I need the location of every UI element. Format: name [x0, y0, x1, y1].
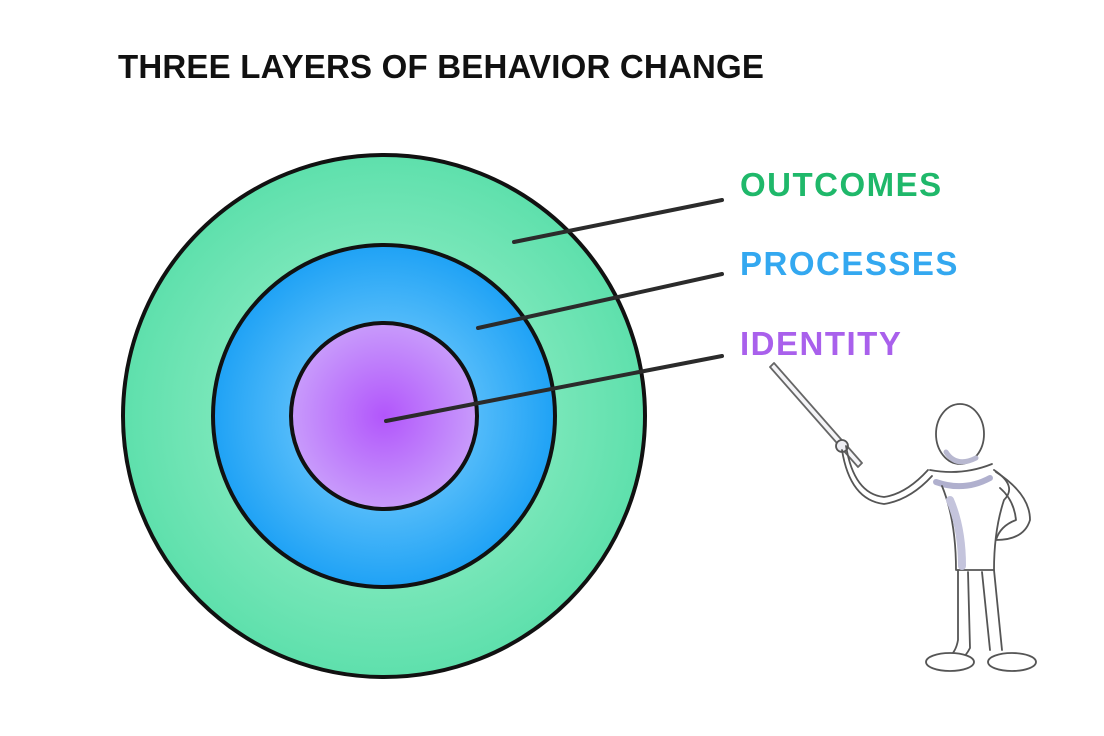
- label-identity: IDENTITY: [740, 325, 903, 362]
- label-outcomes: OUTCOMES: [740, 166, 943, 203]
- outcomes-leader-line: [512, 198, 724, 244]
- figure-left-foot: [925, 652, 975, 672]
- identity-circle: [289, 321, 479, 511]
- figure-torso: [941, 469, 1011, 571]
- label-processes: PROCESSES: [740, 245, 959, 282]
- diagram-title: THREE LAYERS OF BEHAVIOR CHANGE: [118, 48, 765, 85]
- figure-right-leg: [981, 571, 991, 651]
- figure-left-leg: [947, 569, 959, 659]
- figure-head: [935, 403, 985, 465]
- figure-arm-pointing: [841, 449, 933, 505]
- processes-leader-line: [476, 272, 724, 330]
- identity-leader-line: [384, 354, 724, 423]
- figure-right-foot: [987, 652, 1037, 672]
- figure-arm-hip: [995, 471, 1031, 541]
- pointer-stick-icon: [769, 362, 863, 468]
- presenter-figure-icon: [769, 362, 1037, 672]
